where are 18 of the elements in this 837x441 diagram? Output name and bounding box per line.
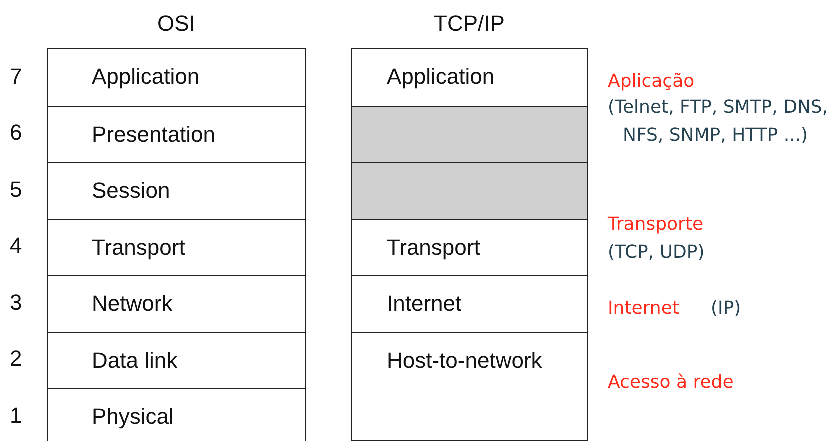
layer-number: 2 — [10, 346, 22, 372]
layer-number: 3 — [10, 290, 22, 316]
protocol-note: (Telnet, FTP, SMTP, DNS, NFS, SNMP, HTTP ...) — [608, 96, 830, 148]
layer-number: 4 — [10, 233, 22, 259]
layer-number: 1 — [10, 403, 22, 429]
layer-row: Physical — [48, 388, 305, 441]
empty-layer-row — [352, 106, 587, 162]
layer-number: 6 — [10, 120, 22, 146]
protocol-note: Transporte — [608, 213, 705, 237]
protocol-note: Acesso à rede — [608, 371, 735, 395]
layer-number: 5 — [10, 177, 22, 203]
stack-title: OSI — [158, 11, 196, 36]
protocol-note: (TCP, UDP) — [608, 241, 706, 265]
protocol-note: (IP) — [711, 297, 742, 321]
protocol-note: Aplicação — [608, 70, 696, 94]
stack-title: TCP/IP — [434, 11, 505, 36]
empty-layer-row — [352, 162, 587, 218]
layer-number: 7 — [10, 64, 22, 90]
